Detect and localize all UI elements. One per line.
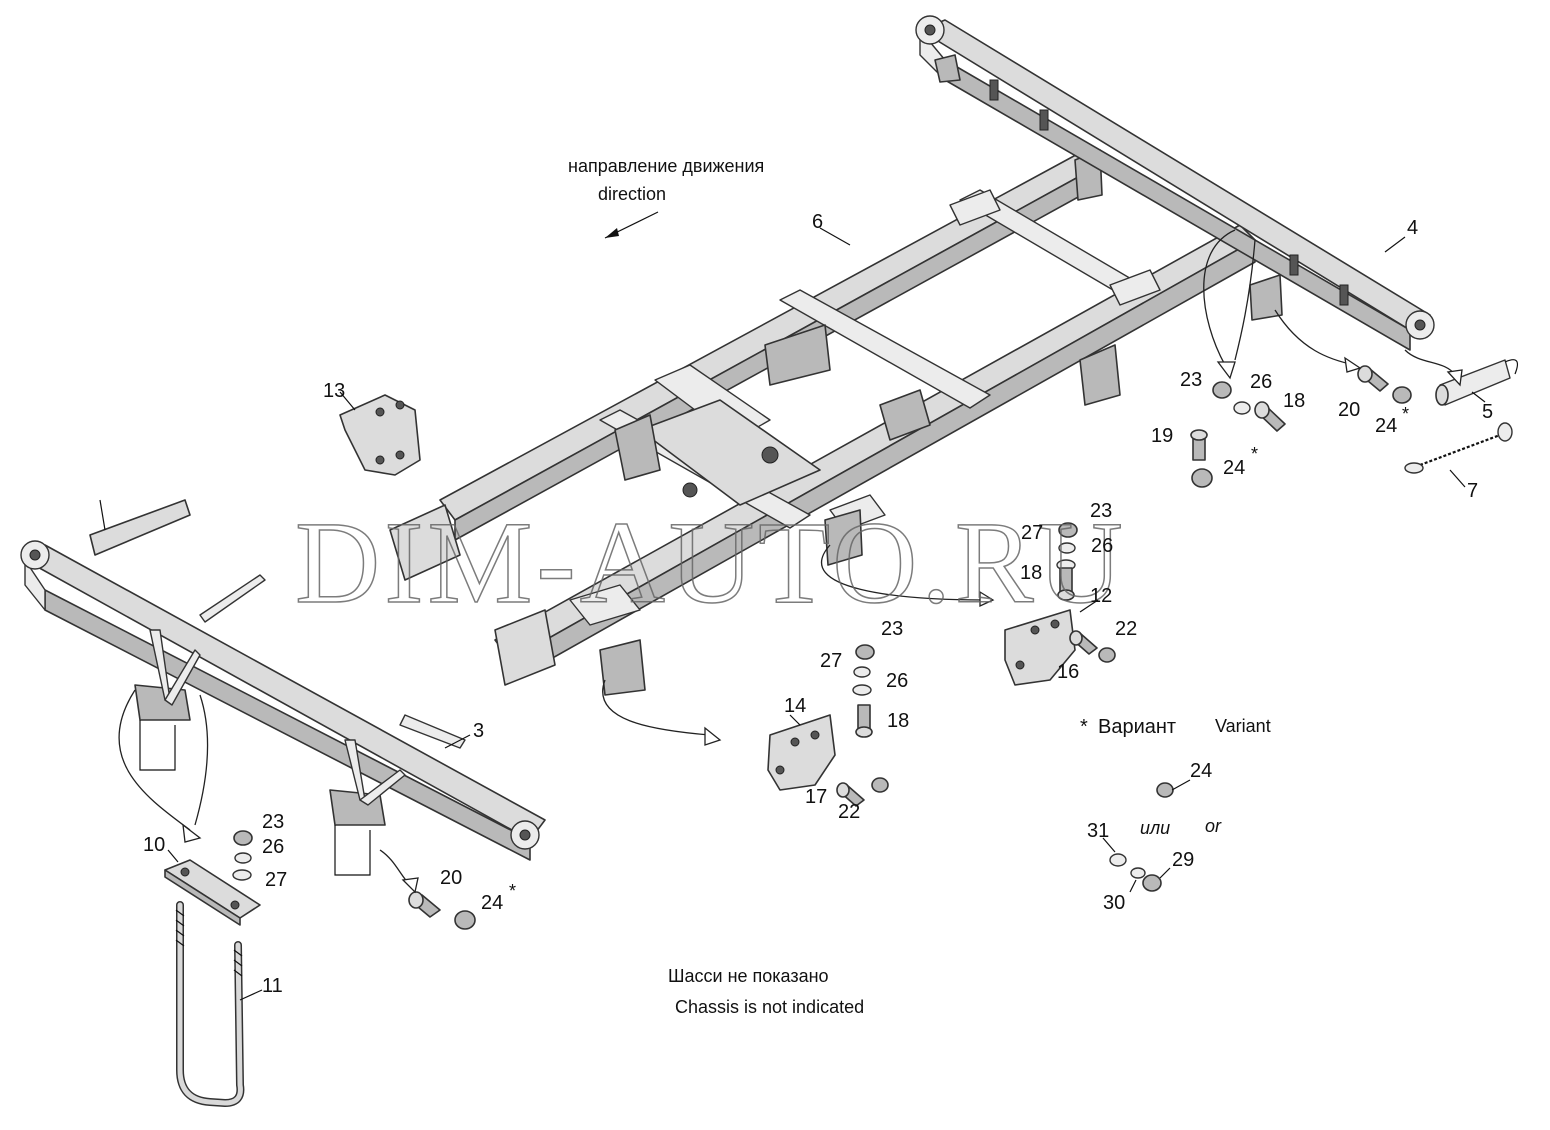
callout-26-center: 26 [886,670,908,692]
callout-18-front: 18 [1283,390,1305,412]
callout-star-front-right: * [1402,404,1409,424]
callout-26-rear: 26 [262,836,284,858]
lanyard-7 [1404,422,1513,474]
callout-22-right: 22 [1115,618,1137,640]
callout-24-front-right: 24 [1375,415,1397,437]
callout-10: 10 [143,834,165,856]
callout-23-center: 23 [881,618,903,640]
plate-10 [164,859,261,926]
callout-26-front: 26 [1250,371,1272,393]
variant-or-en: or [1205,816,1222,836]
bracket-13 [339,394,421,476]
callout-22-center: 22 [838,801,860,823]
chassis-note-ru: Шасси не показано [668,966,829,986]
pin-5 [1435,359,1518,406]
callout-30: 30 [1103,892,1125,914]
callout-labels: 6 4 5 7 13 3 14 12 10 11 23 26 27 20 24 … [143,211,1493,997]
callout-19: 19 [1151,425,1173,447]
callout-24-front: 24 [1223,457,1245,479]
callout-14: 14 [784,695,806,717]
variant-star: * [1080,716,1088,738]
callout-26-right: 26 [1091,535,1113,557]
bracket-12 [1004,609,1076,686]
callout-17: 17 [805,786,827,808]
callout-27-rear: 27 [265,869,287,891]
direction-label-ru: направление движения [568,156,764,176]
callout-leaders [167,227,1486,1001]
callout-27-right: 27 [1021,522,1043,544]
callout-6: 6 [812,211,823,233]
callout-4: 4 [1407,217,1418,239]
u-bolt-11 [175,901,245,1108]
rear-crossbeam-3 [20,499,546,876]
callout-18-center: 18 [887,710,909,732]
callout-5: 5 [1482,401,1493,423]
callout-27-center: 27 [820,650,842,672]
variant-label-en: Variant [1215,716,1271,736]
callout-29: 29 [1172,849,1194,871]
callout-23-rear: 23 [262,811,284,833]
direction-label-en: direction [598,184,666,204]
callout-31: 31 [1087,820,1109,842]
watermark-text: DIM-AUTO.RU [295,497,1127,628]
variant-label-ru: Вариант [1098,716,1176,738]
callout-7: 7 [1467,480,1478,502]
callout-23-front: 23 [1180,369,1202,391]
callout-18-right: 18 [1020,562,1042,584]
callout-24-rear: 24 [481,892,503,914]
callout-20-rear: 20 [440,867,462,889]
variant-or-ru: или [1140,818,1170,838]
callout-star-front: * [1251,444,1258,464]
callout-11: 11 [262,975,283,997]
callout-3: 3 [473,720,484,742]
callout-20-front: 20 [1338,399,1360,421]
callout-24-variant: 24 [1190,760,1212,782]
callout-12: 12 [1090,585,1112,607]
callout-16: 16 [1057,661,1079,683]
chassis-note-en: Chassis is not indicated [675,997,864,1017]
subframe-6 [389,149,1283,696]
callout-star-rear: * [509,881,516,901]
hardware-group [232,365,1412,930]
bracket-14 [767,714,836,791]
callout-13: 13 [323,380,345,402]
assembly-arrows [118,211,1463,894]
callout-23-right: 23 [1090,500,1112,522]
